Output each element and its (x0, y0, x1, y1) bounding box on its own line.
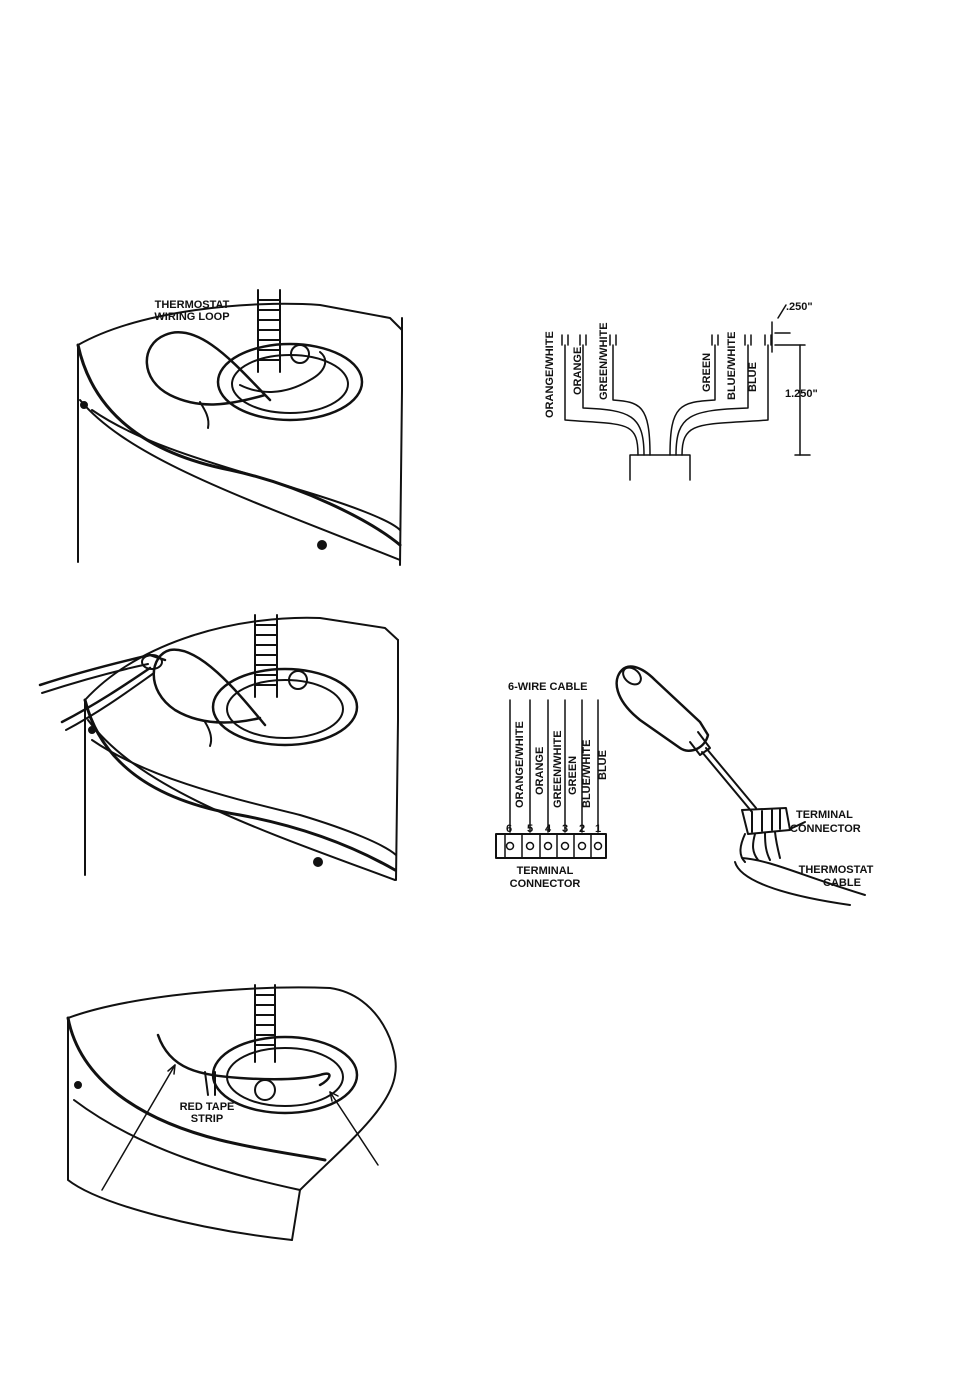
red-tape-label-line1: RED TAPE (180, 1101, 235, 1113)
connector-wire-label-4: GREEN (567, 756, 579, 795)
terminal-number-3: 3 (562, 823, 568, 835)
connector-label-line1: TERMINAL (517, 865, 574, 877)
terminal-number-1: 1 (595, 823, 601, 835)
strip-wire-label-3: GREEN/WHITE (598, 322, 610, 400)
terminal-number-6: 6 (506, 823, 512, 835)
figure-cut-wiring-loop (40, 615, 398, 880)
strip-wire-label-2: ORANGE (572, 347, 584, 395)
terminal-number-5: 5 (527, 823, 533, 835)
connector-wire-label-6: BLUE (597, 750, 609, 780)
thermostat-cable-line2: CABLE (823, 877, 861, 889)
strip-wire-label-4: GREEN (701, 353, 713, 392)
connector-label-line2: CONNECTOR (510, 878, 581, 890)
strip-wire-label-6: BLUE (747, 362, 759, 392)
dimension-short: .250" (786, 301, 813, 313)
terminal-number-2: 2 (579, 823, 585, 835)
figure-thermostat-wiring-loop: THERMOSTAT WIRING LOOP (78, 290, 402, 565)
wire-strip-diagram: ORANGE/WHITE ORANGE GREEN/WHITE GREEN BL… (544, 301, 818, 480)
thermostat-cable-line1: THERMOSTAT (799, 864, 874, 876)
red-tape-label-line2: STRIP (191, 1113, 223, 1125)
screwdriver-figure: TERMINAL CONNECTOR THERMOSTAT CABLE (617, 664, 874, 905)
terminal-connector-diagram: 6-WIRE CABLE ORANGE/WHITE ORANGE GREEN/W… (496, 681, 609, 890)
terminal-number-4: 4 (545, 823, 552, 835)
strip-wire-label-1: ORANGE/WHITE (544, 331, 556, 418)
connector-wire-label-2: ORANGE (534, 747, 546, 795)
screwdriver-terminal-line2: CONNECTOR (790, 823, 861, 835)
connector-wire-label-3: GREEN/WHITE (552, 730, 564, 808)
thermostat-label-line1: THERMOSTAT (155, 299, 230, 311)
cable-title: 6-WIRE CABLE (508, 681, 587, 693)
screwdriver-terminal-line1: TERMINAL (796, 809, 853, 821)
thermostat-label-line2: WIRING LOOP (154, 311, 229, 323)
dimension-long: 1.250" (785, 388, 818, 400)
connector-wire-label-1: ORANGE/WHITE (514, 721, 526, 808)
connector-wire-label-5: BLUE/WHITE (581, 740, 593, 808)
strip-wire-label-5: BLUE/WHITE (726, 332, 738, 400)
figure-red-tape-strip: RED TAPE STRIP (68, 985, 396, 1240)
